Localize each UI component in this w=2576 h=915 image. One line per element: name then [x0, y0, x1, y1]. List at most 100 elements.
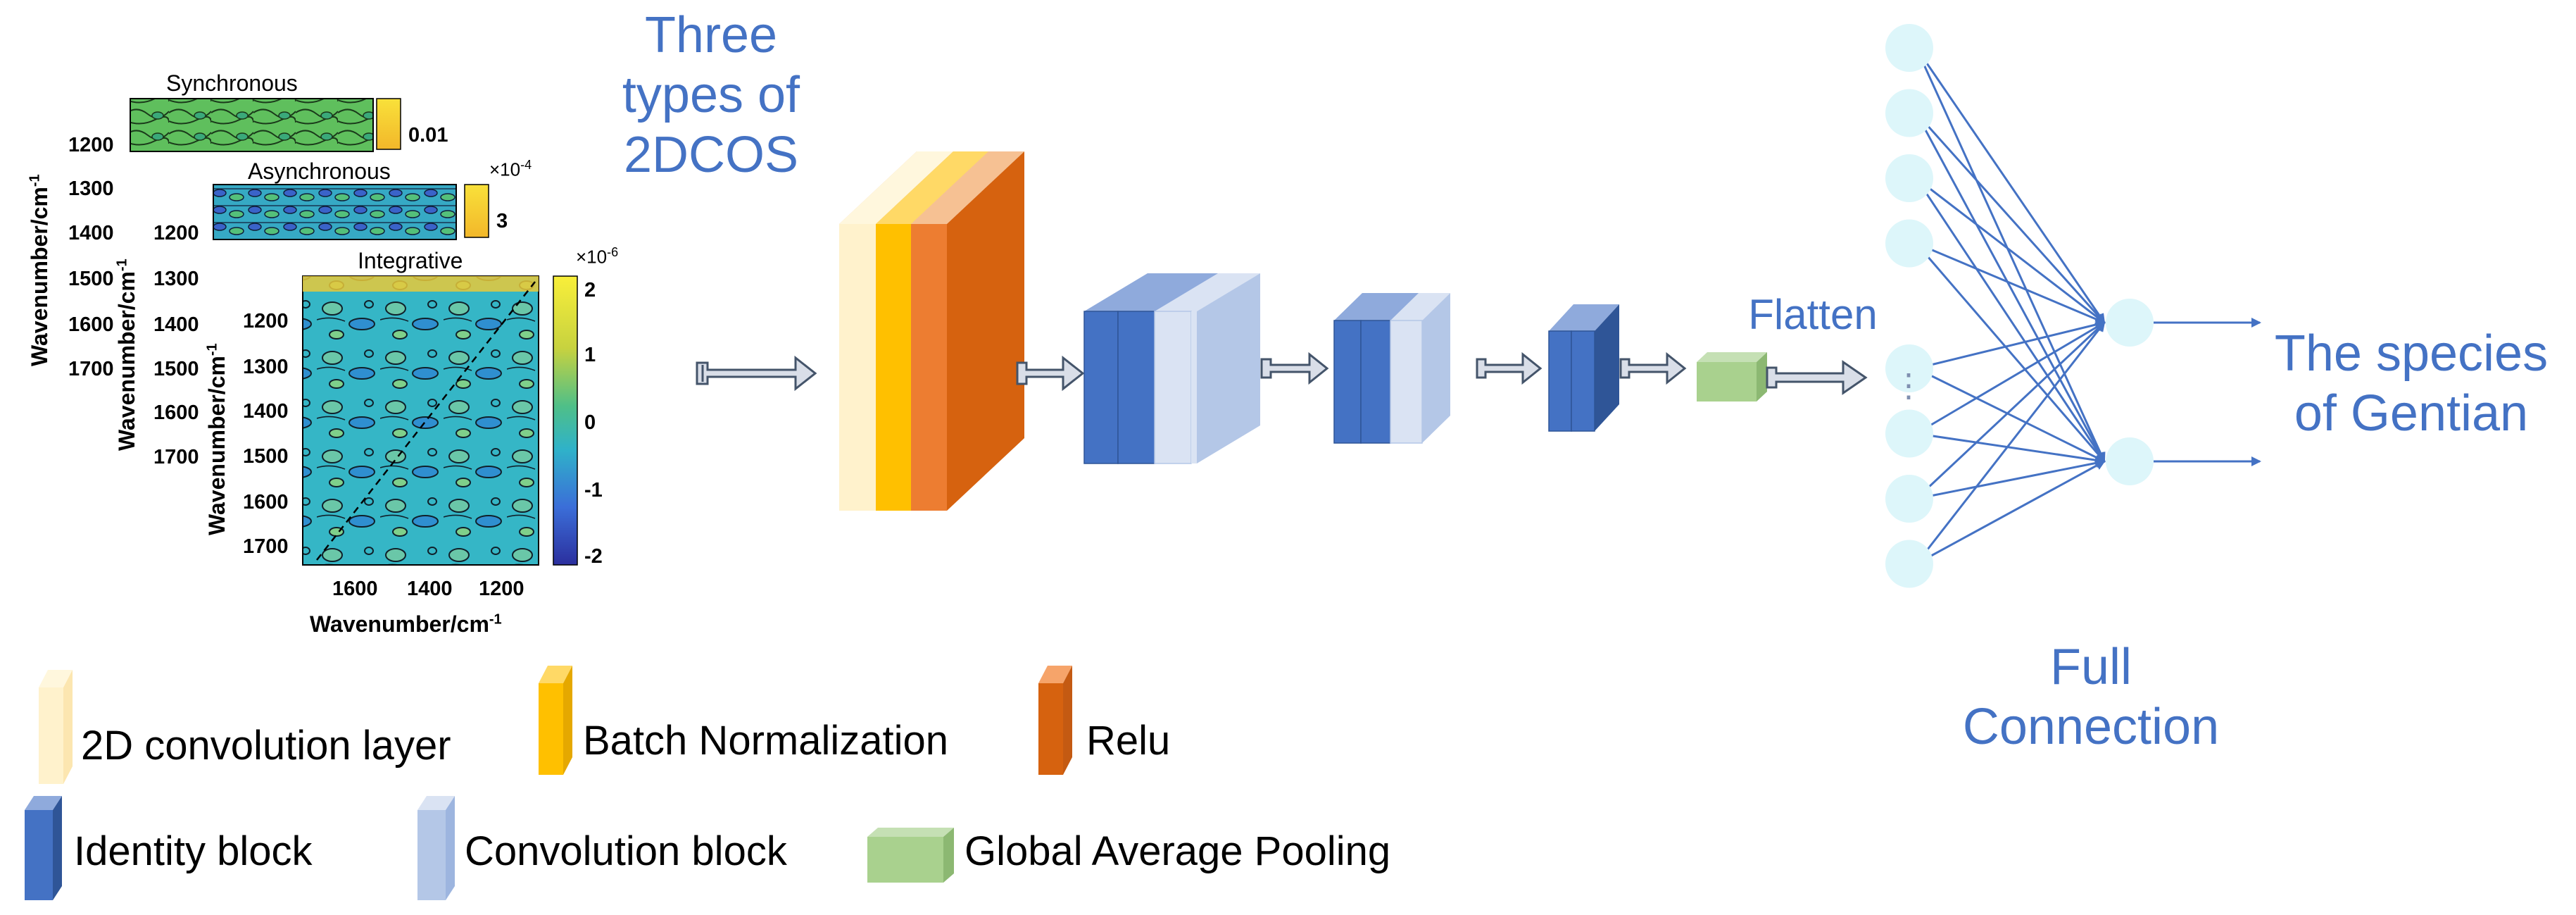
heading-line-3: 2DCOS	[623, 126, 799, 183]
output-neuron	[2106, 437, 2154, 485]
synchronous-colorbar-value: 0.01	[408, 124, 448, 147]
sync-y-tick: 1200	[68, 134, 114, 156]
input-neuron	[1885, 154, 1933, 202]
input-neuron	[1885, 89, 1933, 137]
integrative-y-tick: 1300	[243, 356, 289, 378]
integrative-cbar-tick: -1	[584, 479, 603, 502]
legend-swatch-identity	[25, 796, 62, 900]
connection-line	[1915, 321, 2106, 565]
integrative-title: Integrative	[358, 248, 463, 273]
integrative-cbar-tick: -2	[584, 545, 603, 568]
integrative-y-tick: 1600	[243, 491, 289, 513]
heading-line-1: Three	[644, 7, 778, 63]
arrow-3	[1260, 351, 1329, 385]
input-neuron	[1885, 24, 1933, 72]
input-neuron	[1885, 540, 1933, 588]
legend-label-batchnorm: Batch Normalization	[583, 718, 948, 764]
legend-swatch-gap	[867, 828, 954, 883]
async-y-tick: 1200	[153, 222, 199, 244]
sync-y-tick: 1500	[68, 268, 114, 290]
heading-three-types: Three types of 2DCOS	[535, 6, 887, 185]
input-arrow	[696, 355, 817, 392]
stage4-identity	[1548, 304, 1619, 432]
full-connection-line-2: Connection	[1962, 698, 2220, 755]
legend-label-identity: Identity block	[74, 828, 313, 874]
connection-line	[1916, 458, 2106, 500]
synchronous-colorbar	[376, 98, 401, 150]
arrow-2	[1016, 355, 1085, 392]
input-neuron	[1885, 219, 1933, 268]
sync-y-tick: 1300	[68, 178, 114, 200]
async-y-tick: 1500	[153, 358, 199, 380]
output-line-1: The species	[2274, 325, 2549, 382]
integrative-map	[302, 275, 539, 566]
integrative-multiplier: ×10-6	[576, 245, 619, 268]
stage2-blocks	[1083, 273, 1260, 464]
arrow-4	[1476, 351, 1543, 385]
gap-block	[1697, 352, 1767, 402]
integrative-y-tick: 1400	[243, 400, 289, 423]
integrative-cbar-tick: 0	[584, 411, 596, 434]
sync-y-tick: 1700	[68, 358, 114, 380]
integrative-x-tick: 1200	[479, 578, 524, 600]
connection-line	[1916, 460, 2106, 565]
legend-label-relu: Relu	[1086, 718, 1171, 764]
output-label: The species of Gentian	[2256, 324, 2566, 444]
legend-swatch-relu	[1038, 666, 1072, 775]
connection-line	[1915, 47, 2106, 463]
async-y-tick: 1700	[153, 446, 199, 468]
sync-y-tick: 1600	[68, 313, 114, 336]
connection-line	[1916, 177, 2106, 324]
flatten-label: Flatten	[1748, 291, 1878, 338]
legend-label-gap: Global Average Pooling	[965, 828, 1391, 874]
integrative-y-tick: 1500	[243, 445, 289, 468]
connection-line	[1916, 242, 2106, 324]
integrative-x-tick: 1400	[407, 578, 453, 600]
input-neuron	[1885, 409, 1933, 458]
connection-line	[1916, 432, 2106, 466]
integrative-cbar-tick: 2	[584, 279, 596, 301]
sync-y-tick: 1400	[68, 222, 114, 244]
output-line-2: of Gentian	[2294, 385, 2529, 442]
connection-line	[1915, 47, 2106, 324]
connection-line	[1916, 367, 2106, 463]
full-connection-label: Full Connection	[1915, 637, 2267, 757]
connection-line	[1915, 321, 2106, 500]
full-connection-line-1: Full	[2049, 639, 2132, 695]
legend-swatch-batchnorm	[539, 666, 572, 775]
connection-line	[1915, 112, 2106, 324]
legend-swatch-convblock	[417, 796, 455, 900]
asynchronous-colorbar	[464, 184, 489, 238]
integrative-colorbar	[553, 275, 578, 566]
connection-line	[1915, 178, 2106, 463]
integrative-top-band	[303, 276, 539, 292]
synchronous-title: Synchronous	[166, 70, 298, 96]
output-neuron	[2106, 299, 2154, 347]
integrative-y-tick: 1200	[243, 310, 289, 332]
input-neuron	[1885, 475, 1933, 523]
2dcos-maps	[130, 98, 578, 566]
asynchronous-title: Asynchronous	[248, 158, 391, 184]
legend-label-convblock: Convolution block	[465, 828, 787, 874]
integrative-cbar-tick: 1	[584, 344, 596, 366]
integrative-y-tick: 1700	[243, 535, 289, 558]
asynchronous-colorbar-value: 3	[496, 210, 508, 232]
async-y-tick: 1300	[153, 268, 199, 290]
stage1-conv-bn-relu	[839, 151, 1024, 511]
async-y-tick: 1600	[153, 402, 199, 424]
legend-label-conv2d: 2D convolution layer	[81, 723, 451, 768]
heading-line-2: types of	[622, 66, 800, 123]
asynchronous-map	[213, 184, 457, 240]
connection-line	[1916, 320, 2106, 370]
integrative-x-axis-label: Wavenumber/cm-1	[310, 611, 502, 637]
flatten-arrow	[1766, 360, 1868, 395]
stage3-blocks	[1333, 293, 1450, 444]
async-y-tick: 1400	[153, 313, 199, 336]
connection-line	[1915, 112, 2106, 463]
connection-line	[1916, 321, 2106, 435]
synchronous-map	[130, 98, 374, 152]
integrative-x-tick: 1600	[332, 578, 378, 600]
